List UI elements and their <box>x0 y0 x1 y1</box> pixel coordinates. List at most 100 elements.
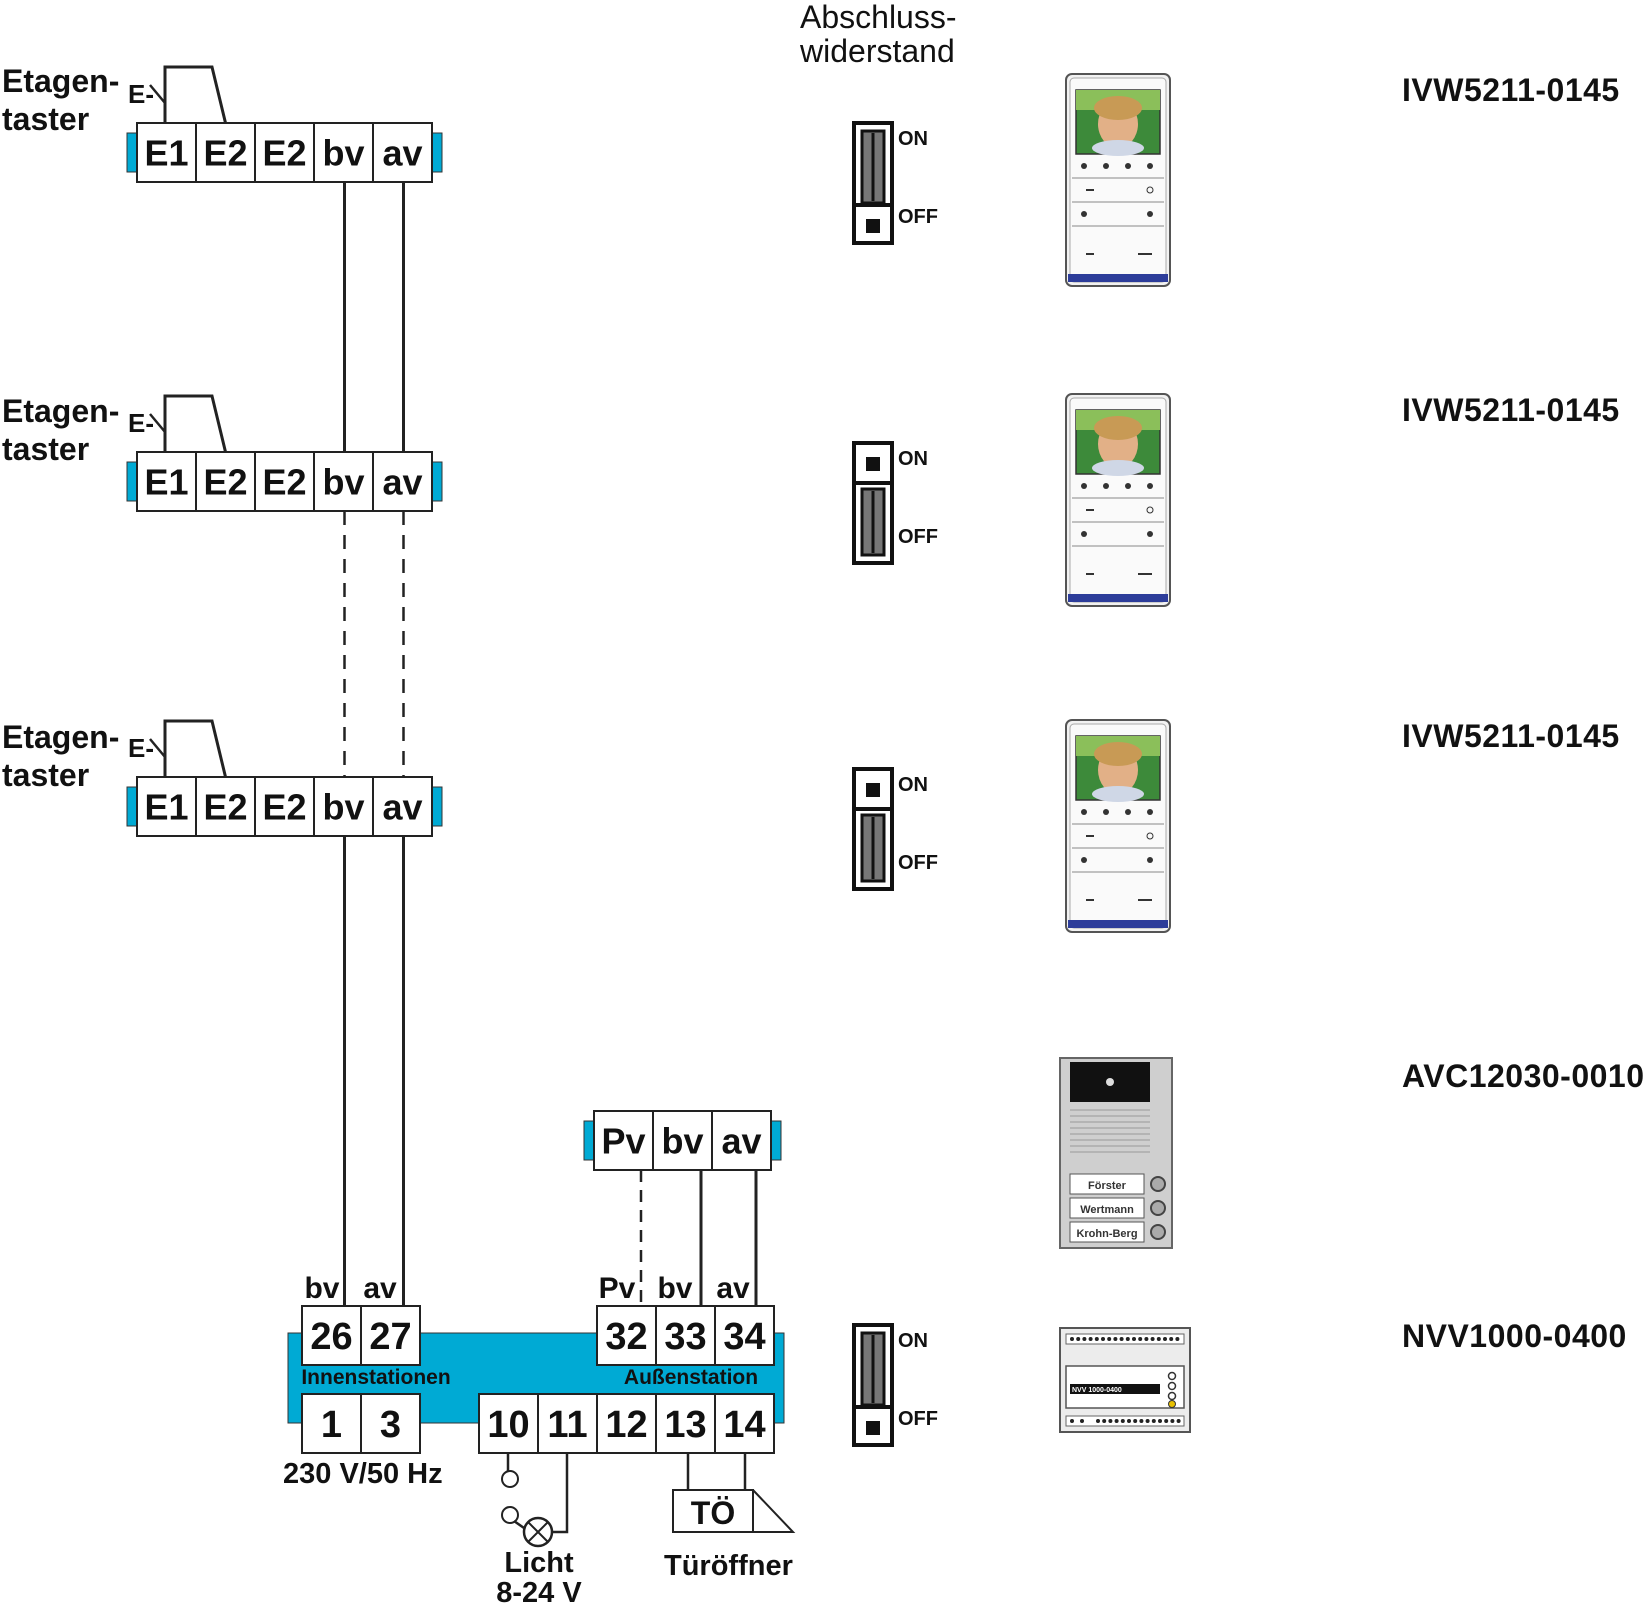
terminal-cell <box>136 451 197 512</box>
psu-bottom-terminal <box>478 1393 539 1454</box>
psu-top-screw <box>1107 1337 1112 1341</box>
light-wire-b <box>513 1519 525 1530</box>
psu-top-terminal-number: 34 <box>723 1316 765 1358</box>
floor-button-symbol: E- <box>128 65 228 126</box>
terminal-label: E2 <box>203 786 247 827</box>
psu-top-wire-label: bv <box>304 1272 339 1305</box>
terminal-cell <box>254 451 315 512</box>
switch-on-label-3: ON <box>898 774 928 796</box>
strip-end-cap-right <box>431 132 443 173</box>
switch-wire <box>163 394 228 455</box>
terminal-label: Pv <box>601 1120 645 1161</box>
psu-top-screw <box>1169 1337 1174 1341</box>
psu-bottom-screw <box>1139 1419 1144 1423</box>
psu-top-screw <box>1163 1337 1167 1341</box>
termination-resistor-title: Abschluss-widerstand <box>800 0 957 69</box>
psu-top-screw <box>1132 1337 1136 1341</box>
floor-button-label-3: Etagen-taster <box>2 719 120 793</box>
psu-bottom-terminal-number: 13 <box>664 1404 706 1446</box>
psu-indicator-icon <box>1167 1371 1177 1381</box>
bell-icon <box>1147 531 1153 537</box>
psu-bottom-screw <box>1102 1419 1107 1423</box>
psu-top-terminal <box>301 1305 362 1366</box>
psu-top-screw <box>1125 1337 1130 1341</box>
psu-top-screw <box>1076 1337 1081 1341</box>
psu-group-label-outdoor: Außenstation <box>624 1366 758 1389</box>
monitor-control-icon <box>1147 809 1153 815</box>
strip-end-cap-left <box>126 786 138 827</box>
monitor-control-icon <box>1125 809 1131 815</box>
name-plate-text: Krohn-Berg <box>1076 1228 1137 1240</box>
floor-button-symbol: E- <box>128 719 228 780</box>
monitor-control-icon <box>1081 809 1087 815</box>
terminal-label: bv <box>322 786 364 827</box>
psu-top-terminal-number: 33 <box>664 1316 706 1358</box>
switch-pin <box>866 219 880 233</box>
psu-top-terminal-number: 26 <box>310 1316 352 1358</box>
bell-push-button-icon <box>1150 1176 1166 1192</box>
terminal-label: E2 <box>203 132 247 173</box>
screen-hair-icon <box>1094 416 1142 440</box>
monitor-control-icon <box>1147 483 1153 489</box>
terminal-label: E1 <box>144 461 188 502</box>
psu-indicator-icon <box>1167 1381 1177 1391</box>
indoor-monitor-2 <box>1065 393 1171 607</box>
terminal-cell <box>254 776 315 837</box>
psu-top-screw <box>1088 1337 1093 1341</box>
switch-on-label-psu: ON <box>898 1330 928 1352</box>
terminal-cell <box>195 451 256 512</box>
terminal-cell <box>195 776 256 837</box>
terminal-label: av <box>382 132 422 173</box>
switch-on-label-1: ON <box>898 128 928 150</box>
indoor-monitor-1 <box>1065 73 1171 287</box>
floor-button-label-2: Etagen-taster <box>2 393 120 467</box>
psu-bottom-terminal-number: 3 <box>380 1404 401 1446</box>
psu-top-wire-label: Pv <box>599 1272 636 1305</box>
switch-off-label-2: OFF <box>898 526 938 548</box>
terminal-label: E1 <box>144 132 188 173</box>
switch-wire <box>163 719 228 780</box>
psu-top-screw <box>1144 1337 1149 1341</box>
monitor-control-icon <box>1147 163 1153 169</box>
light-wire-c <box>552 1453 569 1534</box>
psu-bottom-screw <box>1080 1419 1084 1423</box>
monitor-control-icon <box>1081 483 1087 489</box>
bell-icon <box>1147 857 1153 863</box>
monitor-blue-strip <box>1068 594 1168 602</box>
model-label-power-supply: NVV1000-0400 <box>1402 1318 1627 1354</box>
psu-top-terminal <box>714 1305 775 1366</box>
psu-top-terminal <box>655 1305 716 1366</box>
psu-bottom-screw <box>1096 1419 1100 1423</box>
terminal-cell <box>652 1110 713 1171</box>
switch-off-label-1: OFF <box>898 206 938 228</box>
psu-top-terminal-number: 32 <box>605 1316 647 1358</box>
speaker-icon <box>1081 857 1087 863</box>
psu-bottom-terminal-number: 12 <box>605 1404 647 1446</box>
led-icon <box>1146 186 1154 194</box>
name-plate-text: Förster <box>1088 1180 1127 1192</box>
terminal-cell <box>711 1110 772 1171</box>
terminal-cell <box>195 122 256 183</box>
terminal-cell <box>372 776 433 837</box>
psu-group-label-indoor: Innenstationen <box>301 1366 450 1389</box>
switch-contact <box>149 413 166 433</box>
terminal-label: bv <box>322 461 364 502</box>
psu-top-terminal <box>596 1305 657 1366</box>
door-opener: TÖ <box>672 1453 796 1533</box>
terminal-label: bv <box>661 1120 703 1161</box>
speaker-icon <box>1081 531 1087 537</box>
name-plate-text: Wertmann <box>1080 1204 1134 1216</box>
floor-button-symbol-text: E- <box>128 79 154 109</box>
model-label-1: IVW5211-0145 <box>1402 72 1620 108</box>
psu-bottom-screw <box>1070 1419 1074 1423</box>
terminal-label: E2 <box>262 786 306 827</box>
switch-pin <box>866 783 880 797</box>
model-label-3: IVW5211-0145 <box>1402 718 1620 754</box>
strip-end-cap-right <box>431 461 443 502</box>
psu-top-terminal <box>360 1305 421 1366</box>
strip-end-cap-left <box>583 1120 595 1161</box>
